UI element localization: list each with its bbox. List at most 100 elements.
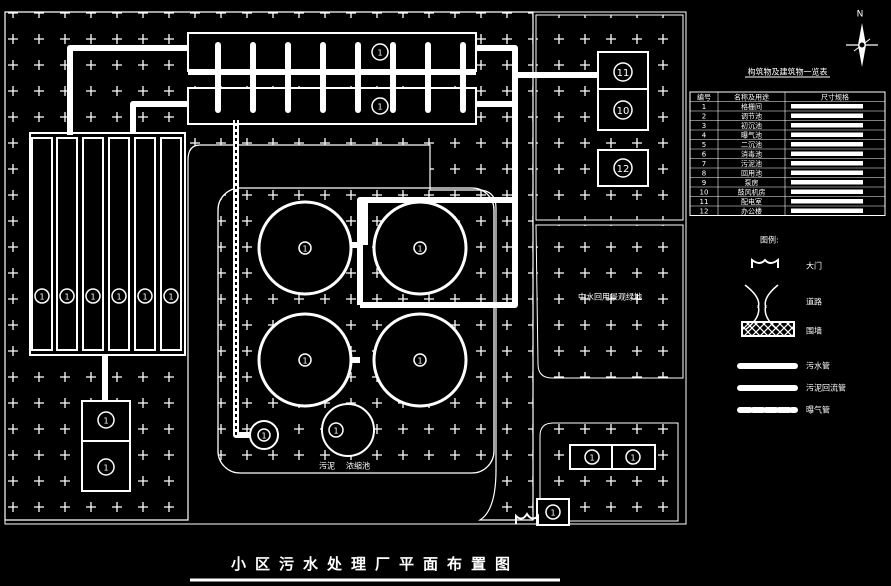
tank-top-number-marker (371, 43, 389, 61)
building-11-number-marker (613, 62, 633, 82)
facility-size-bar-7 (791, 170, 863, 175)
pipe-7 (130, 101, 188, 133)
right-unit-number-1: 1 (630, 454, 635, 463)
legend-label-gate: 大门 (806, 261, 822, 271)
green-area-label: 中水回用景观绿地 (578, 292, 642, 302)
pipe-1 (476, 45, 518, 110)
legend-title: 图例: (760, 235, 779, 245)
channel-number-5: 1 (168, 293, 173, 302)
channel-2 (82, 137, 104, 351)
sludge-pool-number-marker (328, 422, 344, 438)
clarifier-number-0-marker (298, 241, 312, 255)
facility-cell-10-0: 11 (700, 198, 709, 206)
pump-bottom-number: 1 (103, 464, 108, 473)
channel-4 (134, 137, 156, 351)
facility-size-bar-1 (791, 113, 863, 118)
pump-top-number: 1 (103, 417, 108, 426)
channel-number-1-marker (59, 288, 75, 304)
pipe-4 (360, 110, 518, 308)
green-area-right-mid (535, 224, 684, 379)
clarifier-number-3-marker (413, 353, 427, 367)
legend-graphics (737, 258, 798, 413)
clarifier-number-2-marker (298, 353, 312, 367)
legend-label-fence: 围墙 (806, 326, 822, 336)
channel-number-0-marker (34, 288, 50, 304)
building-10-number: 10 (617, 106, 630, 117)
tank-top-number: 1 (377, 49, 382, 58)
facility-cell-9-1: 鼓风机房 (738, 187, 766, 196)
right-unit-number-0-marker (584, 449, 600, 465)
gate-unit-number-marker (545, 504, 561, 520)
building-11-number: 11 (617, 68, 630, 79)
legend-label-road: 道路 (806, 297, 822, 307)
facility-cell-8-1: 泵房 (745, 178, 759, 187)
channel-number-2-marker (85, 288, 101, 304)
channel-number-4-marker (137, 288, 153, 304)
facility-cell-5-0: 6 (702, 150, 707, 158)
facility-size-bar-11 (791, 208, 863, 213)
facility-cell-10-1: 配电室 (741, 197, 762, 206)
facility-cell-7-1: 回用池 (741, 168, 762, 177)
facility-cell-2-0: 3 (702, 122, 706, 130)
small-well-number-marker (257, 428, 271, 442)
channel-number-0: 1 (39, 293, 44, 302)
facility-size-bar-3 (791, 132, 863, 137)
facility-cell-1-1: 调节池 (741, 111, 762, 120)
channel-5 (160, 137, 182, 351)
channel-number-1: 1 (64, 293, 69, 302)
building-12-number-marker (613, 158, 633, 178)
facility-cell-6-1: 污泥池 (741, 159, 762, 168)
facility-cell-6-0: 7 (702, 160, 706, 168)
pool-label-b: 浓缩池 (346, 461, 370, 471)
facility-cell-0-0: 1 (702, 103, 706, 111)
facility-table-header-1: 名称及用途 (734, 92, 769, 101)
facility-cell-5-1: 消毒池 (741, 149, 762, 158)
clarifier-number-3: 1 (417, 357, 422, 366)
facility-size-bar-4 (791, 142, 863, 147)
facility-size-bar-8 (791, 180, 863, 185)
north-label: N (857, 10, 864, 20)
pump-top-number-marker (97, 411, 115, 429)
building-10-number-marker (613, 100, 633, 120)
channel-number-5-marker (163, 288, 179, 304)
facility-size-bar-9 (791, 189, 863, 194)
channel-number-3: 1 (116, 293, 121, 302)
clarifier-number-1: 1 (417, 245, 422, 254)
facility-cell-3-1: 曝气池 (741, 130, 762, 139)
channel-0 (31, 137, 53, 351)
facility-cell-4-0: 5 (702, 141, 706, 149)
pump-bottom-number-marker (97, 458, 115, 476)
facility-table-title: 构筑物及建筑物一览表 (748, 67, 828, 77)
gate-unit-number: 1 (550, 509, 555, 518)
facility-cell-11-0: 12 (700, 207, 709, 215)
facility-cell-11-1: 办公楼 (741, 206, 762, 215)
facility-size-bar-0 (791, 104, 863, 109)
channel-number-4: 1 (142, 293, 147, 302)
building-12 (597, 149, 649, 187)
facility-cell-1-0: 2 (702, 112, 706, 120)
facility-cell-4-1: 二沉池 (741, 140, 762, 149)
facility-size-bar-2 (791, 123, 863, 128)
pool-label-a: 污泥 (319, 461, 335, 471)
channel-3 (108, 137, 130, 351)
road-icon (744, 284, 779, 331)
facility-cell-9-0: 10 (700, 188, 709, 196)
tank-bottom-number-marker (371, 97, 389, 115)
small-well-number: 1 (261, 432, 266, 441)
main-gate-icon (515, 512, 539, 524)
building-12-number: 12 (617, 164, 630, 175)
legend-label-air-pipe: 曝气管 (806, 405, 830, 415)
facility-cell-0-1: 格栅间 (741, 102, 762, 111)
pipe-6 (357, 197, 515, 305)
facility-size-bar-10 (791, 199, 863, 204)
channel-1 (56, 137, 78, 351)
pipe-0 (67, 45, 188, 135)
facility-cell-7-0: 8 (702, 169, 706, 177)
facility-size-bar-5 (791, 151, 863, 156)
facility-table-header-2: 尺寸规格 (821, 92, 849, 101)
drawing-title: 小区污水处理厂平面布置图 (230, 555, 519, 573)
facility-cell-2-1: 初沉池 (741, 121, 762, 130)
